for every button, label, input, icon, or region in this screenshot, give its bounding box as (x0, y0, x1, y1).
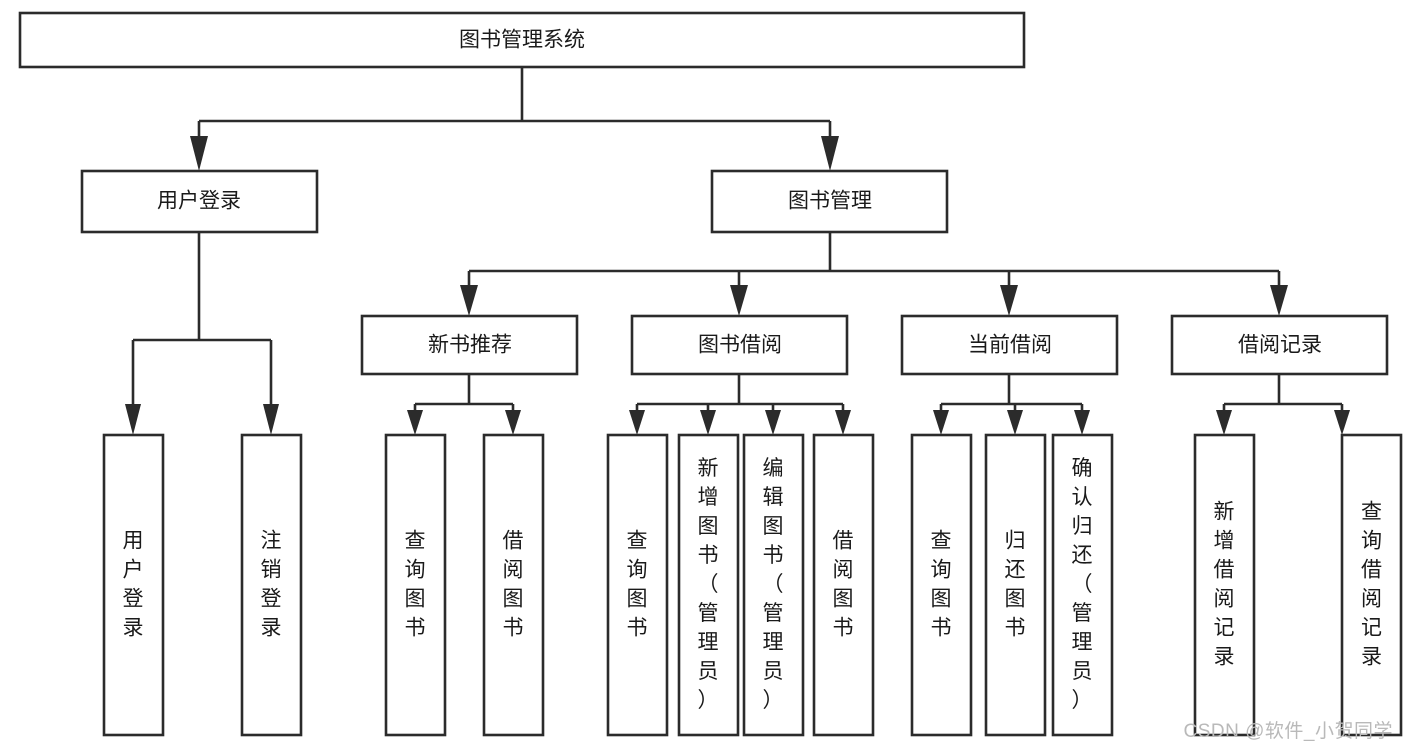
node-leaf-return-book[interactable]: 归还图书 (984, 433, 1047, 737)
node-new-book-recommend-label: 新书推荐 (428, 334, 512, 357)
node-leaf-borrow-book-2-label: 借阅图书 (833, 529, 854, 639)
node-current-borrow-label: 当前借阅 (968, 334, 1052, 357)
node-user-login[interactable]: 用户登录 (80, 169, 319, 234)
node-book-borrow-label: 图书借阅 (698, 334, 782, 357)
node-leaf-edit-book-admin-box[interactable] (742, 433, 805, 737)
node-leaf-add-borrow-record[interactable]: 新增借阅记录 (1193, 433, 1256, 737)
node-new-book-recommend-box[interactable] (360, 314, 579, 376)
node-book-manage-label: 图书管理 (788, 190, 872, 213)
node-root[interactable]: 图书管理系统 (18, 11, 1026, 69)
node-new-book-recommend[interactable]: 新书推荐 (360, 314, 579, 376)
node-leaf-return-book-box[interactable] (984, 433, 1047, 737)
arrow-head-leaf-user-login (125, 404, 141, 435)
node-root-label: 图书管理系统 (459, 29, 585, 52)
node-leaf-logout-label: 注销登录 (261, 529, 282, 639)
arrow-head-leaf-borrow-book-2 (835, 410, 851, 435)
node-leaf-user-login[interactable]: 用户登录 (102, 433, 165, 737)
arrow-head-leaf-logout (263, 404, 279, 435)
arrow-head-leaf-query-book-2 (629, 410, 645, 435)
arrow-head-new-book-recommend (460, 285, 478, 316)
node-leaf-query-borrow-record-label: 查询借阅记录 (1361, 500, 1382, 668)
node-leaf-user-login-box[interactable] (102, 433, 165, 737)
node-leaf-query-book-3-label: 查询图书 (931, 529, 952, 639)
node-borrow-record-label: 借阅记录 (1238, 334, 1322, 357)
node-leaf-add-borrow-record-box[interactable] (1193, 433, 1256, 737)
arrow-head-current-borrow (1000, 285, 1018, 316)
node-leaf-query-book-1[interactable]: 查询图书 (384, 433, 447, 737)
node-leaf-borrow-book-1-label: 借阅图书 (503, 529, 524, 639)
node-leaf-borrow-book-2[interactable]: 借阅图书 (812, 433, 875, 737)
arrow-head-leaf-add-borrow-record (1216, 410, 1232, 435)
node-leaf-query-book-1-box[interactable] (384, 433, 447, 737)
arrow-head-book-borrow (730, 285, 748, 316)
node-leaf-add-borrow-record-label: 新增借阅记录 (1214, 500, 1235, 668)
node-leaf-borrow-book-1-box[interactable] (482, 433, 545, 737)
arrow-head-book-manage (821, 136, 839, 171)
node-user-login-label: 用户登录 (157, 190, 241, 213)
arrow-head-leaf-add-book-admin (700, 410, 716, 435)
node-leaf-borrow-book-2-box[interactable] (812, 433, 875, 737)
arrow-head-leaf-query-book-1 (407, 410, 423, 435)
node-book-manage[interactable]: 图书管理 (710, 169, 949, 234)
node-leaf-query-book-2-box[interactable] (606, 433, 669, 737)
arrow-head-leaf-query-book-3 (933, 410, 949, 435)
node-leaf-logout-box[interactable] (240, 433, 303, 737)
arrow-head-leaf-borrow-book-1 (505, 410, 521, 435)
node-leaf-add-book-admin-box[interactable] (677, 433, 740, 737)
node-leaf-borrow-book-1[interactable]: 借阅图书 (482, 433, 545, 737)
node-leaf-query-borrow-record-box[interactable] (1340, 433, 1403, 737)
node-leaf-query-borrow-record[interactable]: 查询借阅记录 (1340, 433, 1403, 737)
node-leaf-query-book-3-box[interactable] (910, 433, 973, 737)
arrow-head-leaf-query-borrow-record (1334, 410, 1350, 435)
node-borrow-record-box[interactable] (1170, 314, 1389, 376)
arrow-head-leaf-edit-book-admin (765, 410, 781, 435)
node-layer: 图书管理系统 用户登录 图书管理 新书推荐 图书借阅 (18, 11, 1403, 737)
node-leaf-query-book-3[interactable]: 查询图书 (910, 433, 973, 737)
arrow-head-borrow-record (1270, 285, 1288, 316)
node-root-box[interactable] (18, 11, 1026, 69)
node-leaf-logout[interactable]: 注销登录 (240, 433, 303, 737)
node-leaf-query-book-1-label: 查询图书 (405, 529, 426, 639)
arrow-head-leaf-confirm-return-admin (1074, 410, 1090, 435)
node-leaf-user-login-label: 用户登录 (123, 529, 144, 639)
node-leaf-edit-book-admin[interactable]: 编辑图书（管理员） (742, 433, 805, 737)
node-current-borrow-box[interactable] (900, 314, 1119, 376)
node-leaf-add-book-admin-label: 新增图书（管理员） (698, 457, 719, 712)
node-leaf-query-book-2[interactable]: 查询图书 (606, 433, 669, 737)
node-leaf-query-book-2-label: 查询图书 (627, 529, 648, 639)
arrow-head-leaf-return-book (1007, 410, 1023, 435)
node-leaf-confirm-return-admin[interactable]: 确认归还（管理员） (1051, 433, 1114, 737)
node-leaf-confirm-return-admin-box[interactable] (1051, 433, 1114, 737)
connector-layer (125, 67, 1350, 435)
node-user-login-box[interactable] (80, 169, 319, 234)
node-leaf-add-book-admin[interactable]: 新增图书（管理员） (677, 433, 740, 737)
node-leaf-return-book-label: 归还图书 (1005, 529, 1026, 639)
arrow-head-user-login (190, 136, 208, 171)
node-leaf-edit-book-admin-label: 编辑图书（管理员） (763, 457, 784, 712)
node-current-borrow[interactable]: 当前借阅 (900, 314, 1119, 376)
node-leaf-confirm-return-admin-label: 确认归还（管理员） (1072, 457, 1093, 712)
node-borrow-record[interactable]: 借阅记录 (1170, 314, 1389, 376)
node-book-borrow[interactable]: 图书借阅 (630, 314, 849, 376)
node-book-manage-box[interactable] (710, 169, 949, 234)
node-book-borrow-box[interactable] (630, 314, 849, 376)
